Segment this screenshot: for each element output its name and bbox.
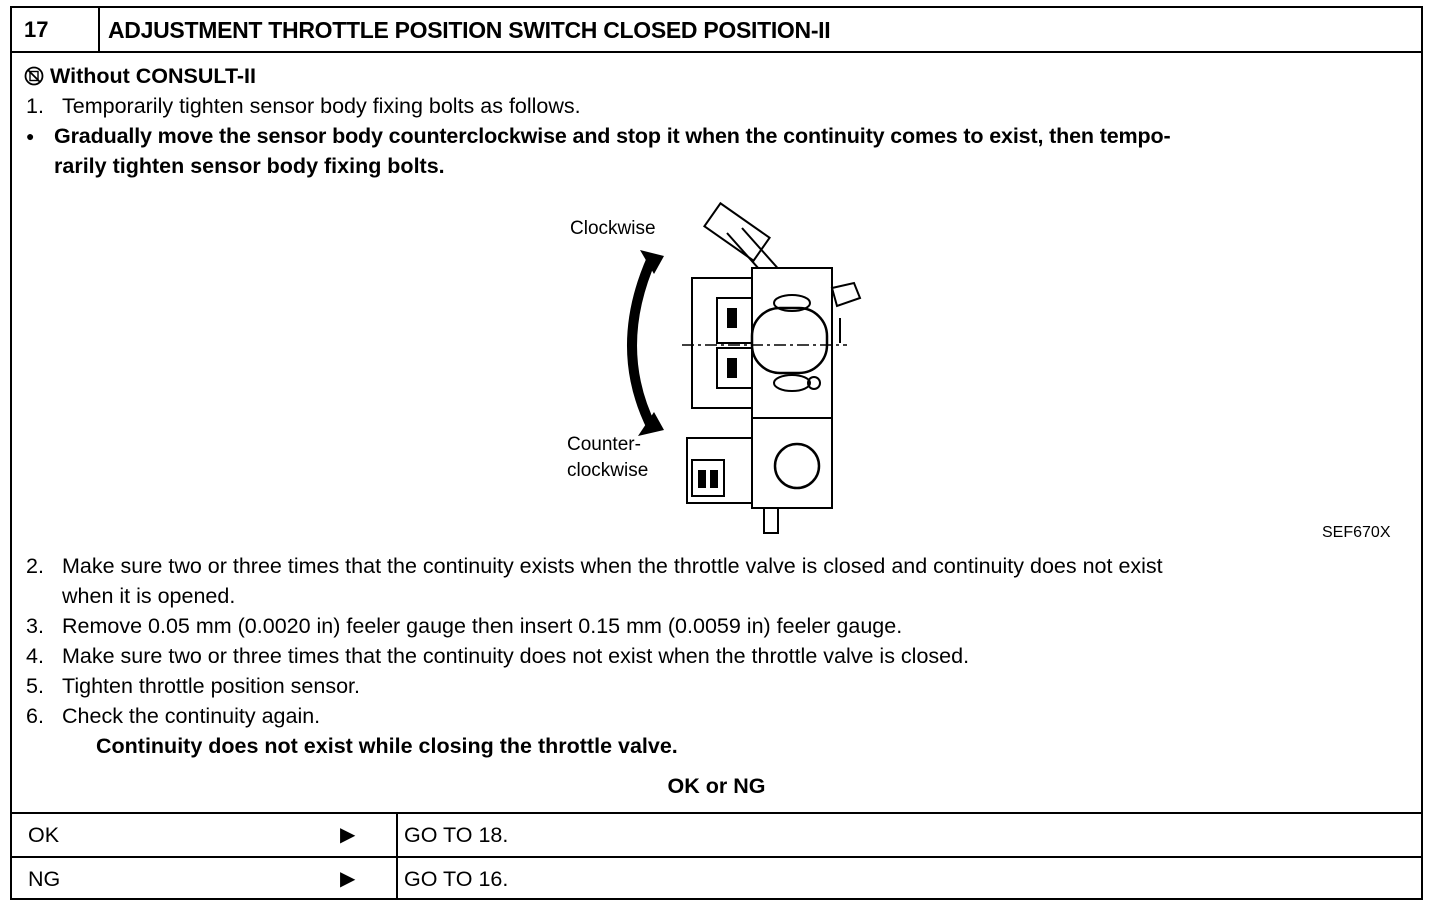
step-3: 3. Remove 0.05 mm (0.0020 in) feeler gau… xyxy=(26,611,902,641)
step-6-number: 6. xyxy=(26,704,44,728)
step-3-text: Remove 0.05 mm (0.0020 in) feeler gauge … xyxy=(62,614,903,638)
step-1-text: Temporarily tighten sensor body fixing b… xyxy=(62,94,581,118)
step-number: 17 xyxy=(12,8,100,51)
result-row-ng: NG ▶ GO TO 16. xyxy=(12,856,1421,900)
result-divider xyxy=(396,814,398,856)
consult-heading-text: Without CONSULT-II xyxy=(50,64,257,88)
arrow-right-icon: ▶ xyxy=(340,824,356,846)
label-counter-2: clockwise xyxy=(567,460,649,481)
step-3-number: 3. xyxy=(26,614,44,638)
step-1-number: 1. xyxy=(26,94,44,118)
step-title: ADJUSTMENT THROTTLE POSITION SWITCH CLOS… xyxy=(108,17,831,43)
bullet-line-1: Gradually move the sensor body countercl… xyxy=(54,124,1171,148)
result-action-ng: GO TO 16. xyxy=(404,867,509,891)
bullet-line-2: rarily tighten sensor body fixing bolts. xyxy=(54,154,445,178)
step-5-number: 5. xyxy=(26,674,44,698)
step-2: 2. Make sure two or three times that the… xyxy=(26,551,1163,581)
spec-note: Continuity does not exist while closing … xyxy=(96,734,678,758)
result-label-ok: OK xyxy=(28,823,60,847)
step-2-number: 2. xyxy=(26,554,44,578)
consult-heading: Without CONSULT-II xyxy=(24,61,256,91)
procedure-table: 17 ADJUSTMENT THROTTLE POSITION SWITCH C… xyxy=(10,6,1423,900)
result-label-ng: NG xyxy=(28,867,61,891)
step-2-text-cont: when it is opened. xyxy=(62,584,236,608)
step-2-text: Make sure two or three times that the co… xyxy=(62,554,1163,578)
step-4-number: 4. xyxy=(26,644,44,668)
no-consult-icon xyxy=(24,64,44,86)
step-4-text: Make sure two or three times that the co… xyxy=(62,644,970,668)
bullet-item: ● Gradually move the sensor body counter… xyxy=(26,121,1171,153)
throttle-sensor-diagram xyxy=(627,201,862,534)
step-5: 5. Tighten throttle position sensor. xyxy=(26,671,360,701)
result-action-ok: GO TO 18. xyxy=(404,823,509,847)
step-5-text: Tighten throttle position sensor. xyxy=(62,674,360,698)
result-heading: OK or NG xyxy=(667,774,766,798)
arrow-right-icon: ▶ xyxy=(340,868,356,890)
figure-code: SEF670X xyxy=(1322,524,1391,541)
label-clockwise: Clockwise xyxy=(570,218,656,239)
step-4: 4. Make sure two or three times that the… xyxy=(26,641,969,671)
label-counter-1: Counter- xyxy=(567,434,641,455)
step-1: 1. Temporarily tighten sensor body fixin… xyxy=(26,91,581,121)
bullet-glyph: ● xyxy=(26,128,35,144)
header-row: 17 ADJUSTMENT THROTTLE POSITION SWITCH C… xyxy=(12,8,1421,53)
step-6: 6. Check the continuity again. xyxy=(26,701,320,731)
step-6-text: Check the continuity again. xyxy=(62,704,321,728)
result-divider xyxy=(396,858,398,900)
result-row-ok: OK ▶ GO TO 18. xyxy=(12,812,1421,856)
